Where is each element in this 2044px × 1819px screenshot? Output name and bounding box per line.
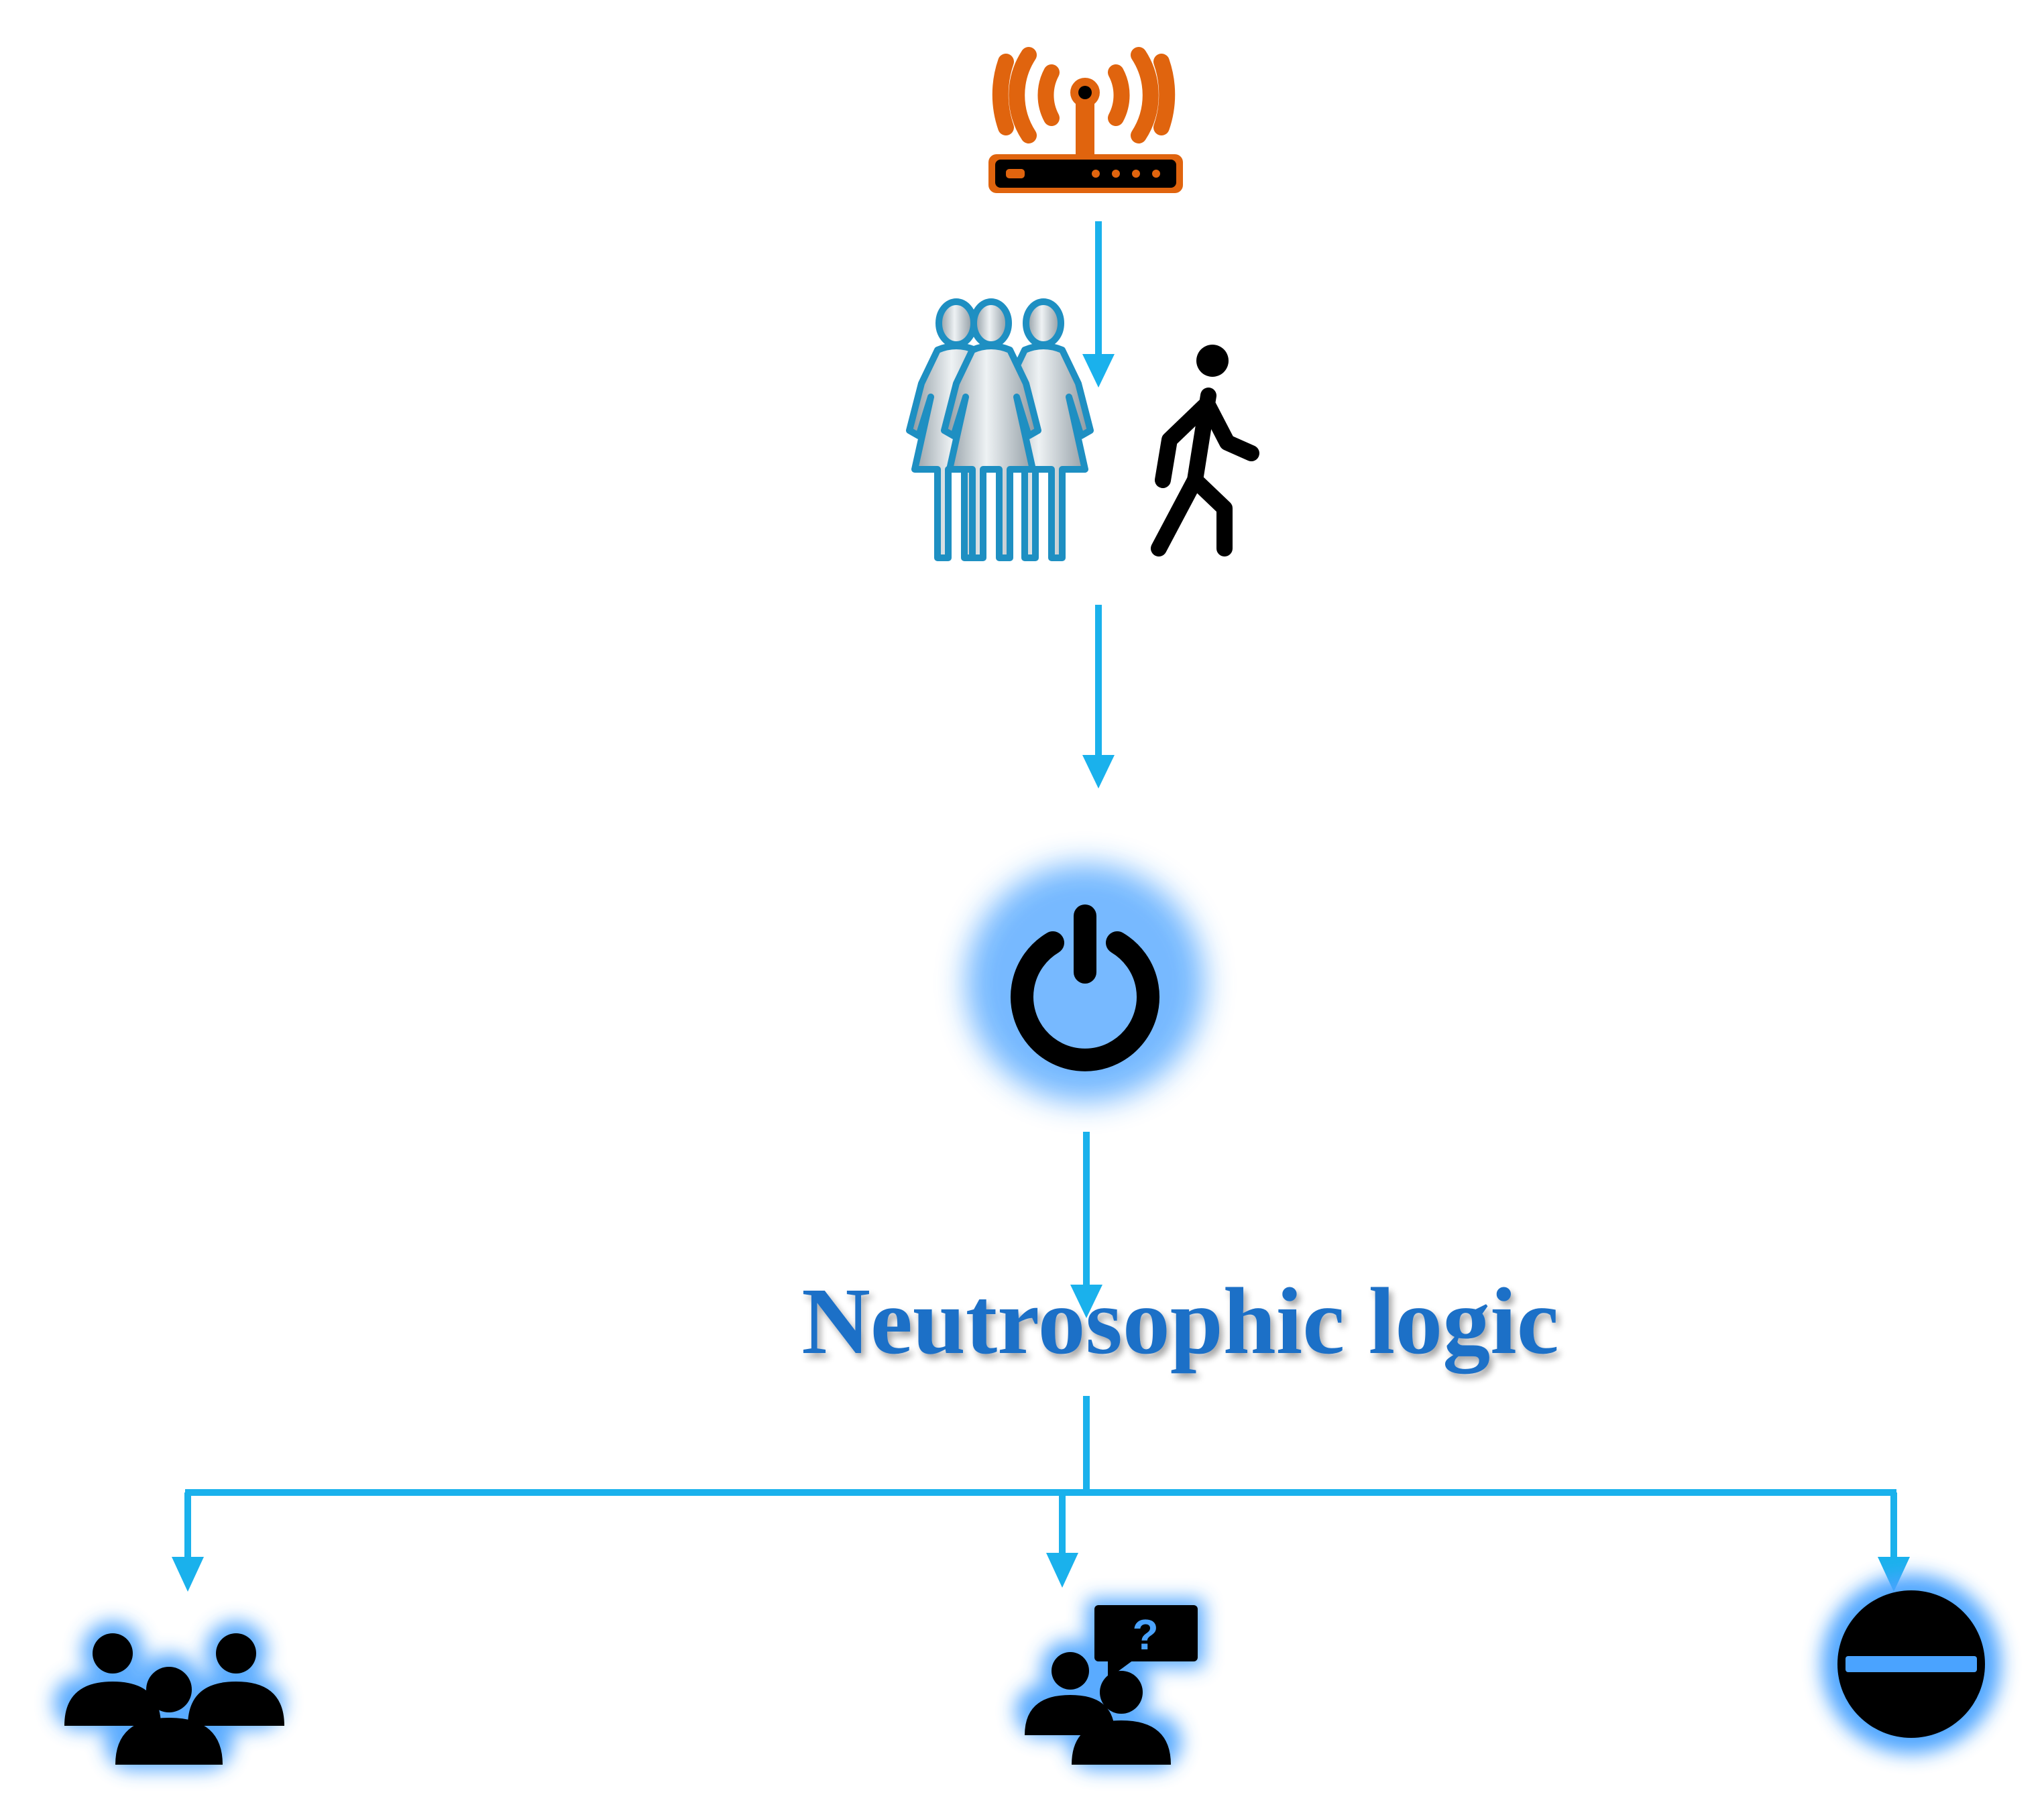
arrowheads [172,354,1910,1592]
minus-circle-icon [1821,1574,2001,1754]
walking-person-icon [1151,345,1259,556]
arrowhead-people [1082,354,1115,388]
wifi-router-icon [988,47,1183,193]
arrowhead-truth [172,1557,204,1592]
arrowhead-label [1070,1285,1102,1318]
crowd-icon [909,302,1090,558]
connectors [184,221,1897,1562]
arrowhead-indeterminacy [1046,1553,1078,1588]
arrowhead-power [1082,755,1115,788]
arrowhead-falsity [1878,1557,1910,1592]
neutrosophic-logic-label: Neutrosophic logic [801,1268,1558,1374]
question-mark-glyph: ? [1132,1610,1158,1659]
group-icon [54,1621,284,1770]
power-icon [966,864,1204,1102]
crowd-and-walking-person-icon [909,302,1259,558]
group-question-icon: ? [1015,1598,1204,1770]
